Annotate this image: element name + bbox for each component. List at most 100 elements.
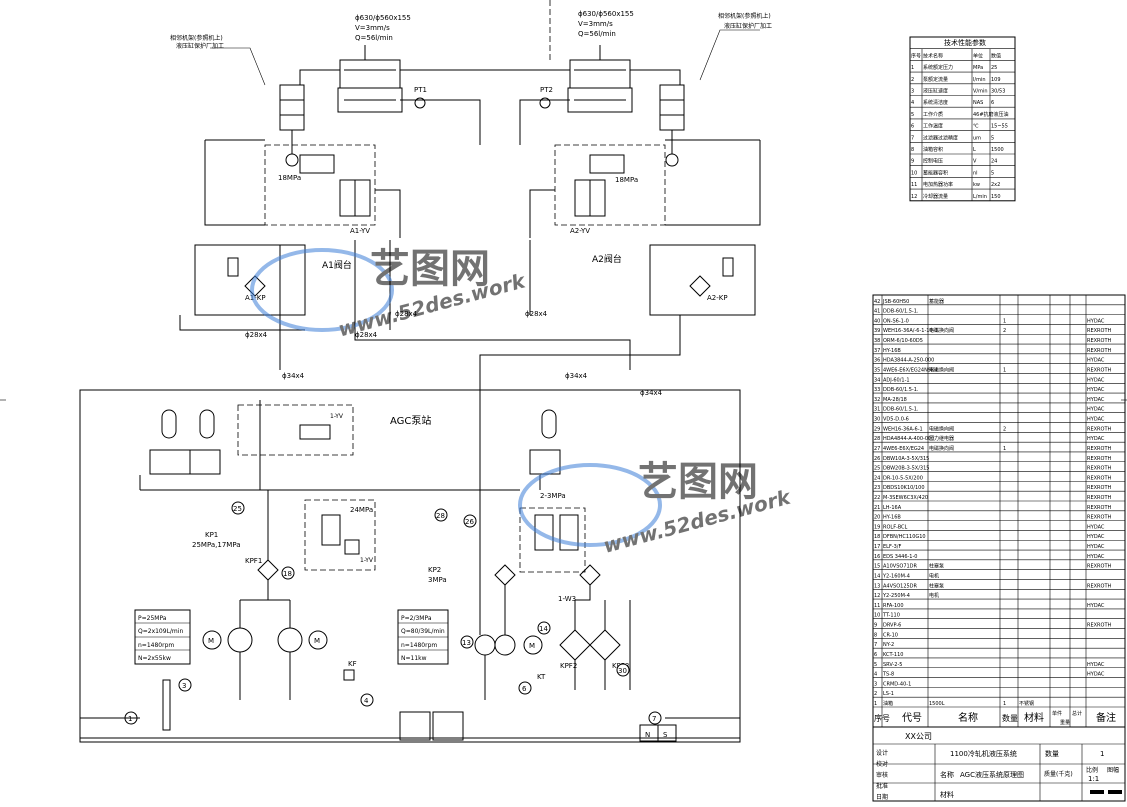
pipe-28-left: ϕ28x4	[245, 331, 268, 339]
bom-cell: HYDAC	[1087, 672, 1105, 678]
pump2-p: P=2/3MPa	[401, 615, 432, 622]
bom-cell: 30	[874, 417, 880, 423]
p18-left: 18MPa	[278, 174, 301, 182]
svg-text:13: 13	[462, 639, 471, 647]
bom-cell: 40	[874, 318, 880, 324]
cyl-left-v: V=3mm/s	[355, 24, 390, 32]
bom-cell: DBDS10K10/100	[883, 485, 925, 491]
tech-table-cell: V/min	[973, 89, 988, 95]
svg-text:1-YV: 1-YV	[360, 557, 374, 564]
bom-head-note: 备注	[1096, 711, 1116, 724]
bom-cell: 2	[1003, 328, 1006, 334]
scale-value: 1:1	[1088, 775, 1099, 783]
tech-table-cell: 系统额定压力	[923, 64, 953, 71]
bom-cell: 27	[874, 446, 880, 452]
tech-table-cell: V	[973, 159, 977, 165]
bom-head-name: 名称	[958, 711, 978, 724]
bom-cell: A10VSO71DR	[883, 564, 918, 570]
bom-cell: 26	[874, 456, 880, 462]
tech-table-header: 单位	[973, 52, 983, 59]
scale-label: 比例	[1086, 766, 1098, 774]
bom-cell: HYDAC	[1087, 534, 1105, 540]
bom-cell: 31	[874, 407, 880, 413]
bom-cell: HYDAC	[1087, 358, 1105, 364]
tech-table-cell: 4	[911, 100, 914, 106]
bom-cell: 电磁换向阀	[929, 445, 954, 452]
kp2-pressure: 3MPa	[428, 576, 447, 584]
bom-cell: REXROTH	[1087, 505, 1112, 511]
tech-table-cell: 10	[911, 170, 917, 176]
kp1-label: KP1	[205, 531, 218, 539]
pump2-q: Q=80/39L/min	[401, 628, 445, 635]
tech-table-cell: 9	[911, 159, 914, 165]
company-name: XX公司	[905, 732, 932, 741]
bom-cell: 柱塞泵	[929, 582, 944, 589]
bom-head-code: 代号	[902, 712, 922, 724]
tech-table-cell: NAS	[973, 100, 983, 106]
bom-cell: HY-16B	[883, 348, 901, 354]
svg-text:25: 25	[233, 505, 242, 513]
bom-cell: 8	[874, 632, 877, 638]
motor-pump-2-icon: M	[277, 627, 328, 653]
filter-icon	[494, 564, 516, 586]
bom-cell: TS-8	[882, 672, 894, 678]
kp2-label: KP2	[428, 566, 441, 574]
accumulator-3-icon	[529, 409, 561, 475]
bom-cell: MA-28/18	[883, 397, 907, 403]
name-label: 名称	[940, 770, 954, 779]
pipe-34-b: ϕ34x4	[565, 372, 588, 380]
tech-table-cell: 30/53	[991, 89, 1005, 95]
bom-cell: REXROTH	[1087, 466, 1112, 472]
bom-cell: 1	[1003, 446, 1006, 452]
bom-cell: DRVP-6	[883, 623, 901, 629]
title-block: XX公司 1100冷轧机液压系统 AGC液压系统原理图 数量 1 质量(千克) …	[872, 726, 1126, 802]
tech-table-cell: 25	[991, 65, 997, 71]
bom-cell: RFA-100	[883, 603, 904, 609]
bom-cell: 电磁换向阀	[929, 327, 954, 334]
project-name: 1100冷轧机液压系统	[950, 749, 1017, 758]
pump1-n: n=1480rpm	[138, 642, 174, 649]
tech-table-cell: 1500	[991, 147, 1004, 153]
bom-cell: HDA3844-A-250-000	[883, 358, 934, 364]
bom-cell: 1500L	[929, 701, 945, 707]
kp-a2-label: A2-KP	[707, 294, 728, 302]
bom-cell: 压力继电器	[929, 435, 954, 442]
bom-cell: REXROTH	[1087, 328, 1112, 334]
svg-text:M: M	[314, 637, 320, 645]
bom-cell: REXROTH	[1087, 495, 1112, 501]
cyl-right-q: Q=56l/min	[578, 30, 616, 38]
tech-table-cell: 5	[991, 170, 994, 176]
pt2-sensor: PT2	[539, 86, 553, 109]
bom-cell: REXROTH	[1087, 515, 1112, 521]
bom-cell: 22	[874, 495, 880, 501]
pipe-28-right: ϕ28x4	[525, 310, 548, 318]
svg-text:4: 4	[364, 697, 369, 705]
bom-cell: HYDAC	[1087, 407, 1105, 413]
bom-cell: 10	[874, 613, 880, 619]
bom-cell: DR-10-5-5X/200	[883, 475, 923, 481]
tech-table-cell: MPa	[973, 65, 983, 71]
bom-cell: TT-110	[882, 613, 900, 619]
bom-cell: 41	[874, 309, 880, 315]
agc-station-label: AGC泵站	[390, 414, 431, 427]
tech-table-cell: 液压缸速度	[923, 88, 948, 95]
tech-table-cell: ℃	[973, 124, 979, 130]
bom-cell: 15	[874, 564, 880, 570]
kpf2-label: KPF2	[560, 662, 577, 670]
tech-table-cell: 控制电压	[923, 158, 943, 165]
bom-cell: REXROTH	[1087, 338, 1112, 344]
bom-cell: DFBN/HC110G10	[883, 534, 926, 540]
bom-cell: 蓄能器	[929, 298, 944, 305]
tech-table-cell: 电加热器功率	[923, 181, 953, 188]
bom-cell: 1	[1003, 701, 1006, 707]
bom-cell: KCT-110	[883, 652, 903, 658]
tech-table-cell: 8	[911, 147, 914, 153]
bom-cell: 19	[874, 524, 880, 530]
bom-cell: HY-16B	[883, 515, 901, 521]
kf-label: KF	[348, 660, 357, 668]
p24-label: 24MPa	[350, 506, 373, 514]
bom-cell: 1	[1003, 367, 1006, 373]
svg-text:相邻机架(参照机上): 相邻机架(参照机上)	[170, 34, 223, 42]
tech-table-header: 序号	[911, 52, 921, 59]
